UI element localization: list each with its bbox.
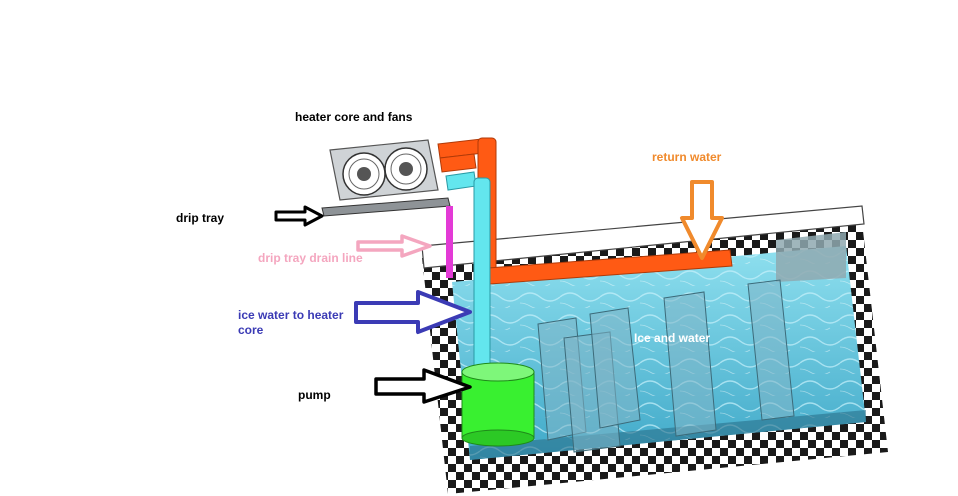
label-ice-water-line2: core (238, 323, 264, 337)
arrow-return-water (680, 180, 724, 260)
label-heater-core: heater core and fans (295, 110, 413, 124)
ice-block (589, 307, 641, 429)
label-drip-tray: drip tray (176, 211, 225, 225)
ice-block (663, 291, 717, 437)
fan-right (384, 147, 428, 191)
ice-block (747, 279, 795, 421)
tank-rear-compartment (776, 232, 846, 282)
drain-line (446, 206, 453, 278)
arrow-drain-line (356, 234, 432, 258)
label-ice-and-water: Ice and water (634, 331, 711, 345)
label-return-water: return water (652, 150, 722, 164)
ice-blocks (537, 279, 795, 453)
fan-left (342, 152, 386, 196)
tank-floor-shadow (470, 410, 866, 460)
arrow-drip-tray (274, 205, 324, 227)
heater-core (321, 139, 451, 217)
label-ice-water-to-heater: ice water to heater core (238, 308, 343, 338)
label-pump: pump (298, 388, 331, 402)
label-ice-water-line1: ice water to heater (238, 308, 344, 322)
pump (461, 362, 535, 447)
arrow-ice-water (354, 290, 472, 334)
drip-tray (321, 197, 451, 217)
arrow-pump (374, 368, 472, 404)
label-drain-line: drip tray drain line (258, 251, 363, 265)
